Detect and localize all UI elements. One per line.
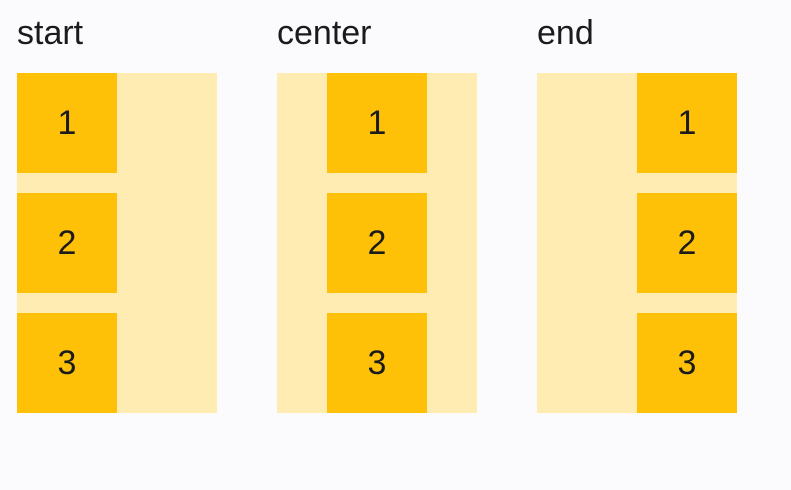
alignment-container-start: 1 2 3: [17, 73, 217, 413]
alignment-group-start: start 1 2 3: [17, 13, 217, 413]
grid-item: 3: [327, 313, 427, 413]
grid-item: 2: [17, 193, 117, 293]
grid-item: 1: [17, 73, 117, 173]
alignment-group-end: end 1 2 3: [537, 13, 737, 413]
alignment-groups-row: start 1 2 3 center 1 2 3 end 1 2 3: [17, 13, 737, 413]
alignment-group-center: center 1 2 3: [277, 13, 477, 413]
grid-item: 3: [17, 313, 117, 413]
grid-item: 2: [637, 193, 737, 293]
group-label-end: end: [537, 14, 594, 52]
grid-item: 1: [637, 73, 737, 173]
group-label-start: start: [17, 14, 84, 52]
group-label-center: center: [277, 14, 372, 52]
alignment-container-end: 1 2 3: [537, 73, 737, 413]
grid-item: 2: [327, 193, 427, 293]
grid-item: 3: [637, 313, 737, 413]
alignment-container-center: 1 2 3: [277, 73, 477, 413]
grid-item: 1: [327, 73, 427, 173]
